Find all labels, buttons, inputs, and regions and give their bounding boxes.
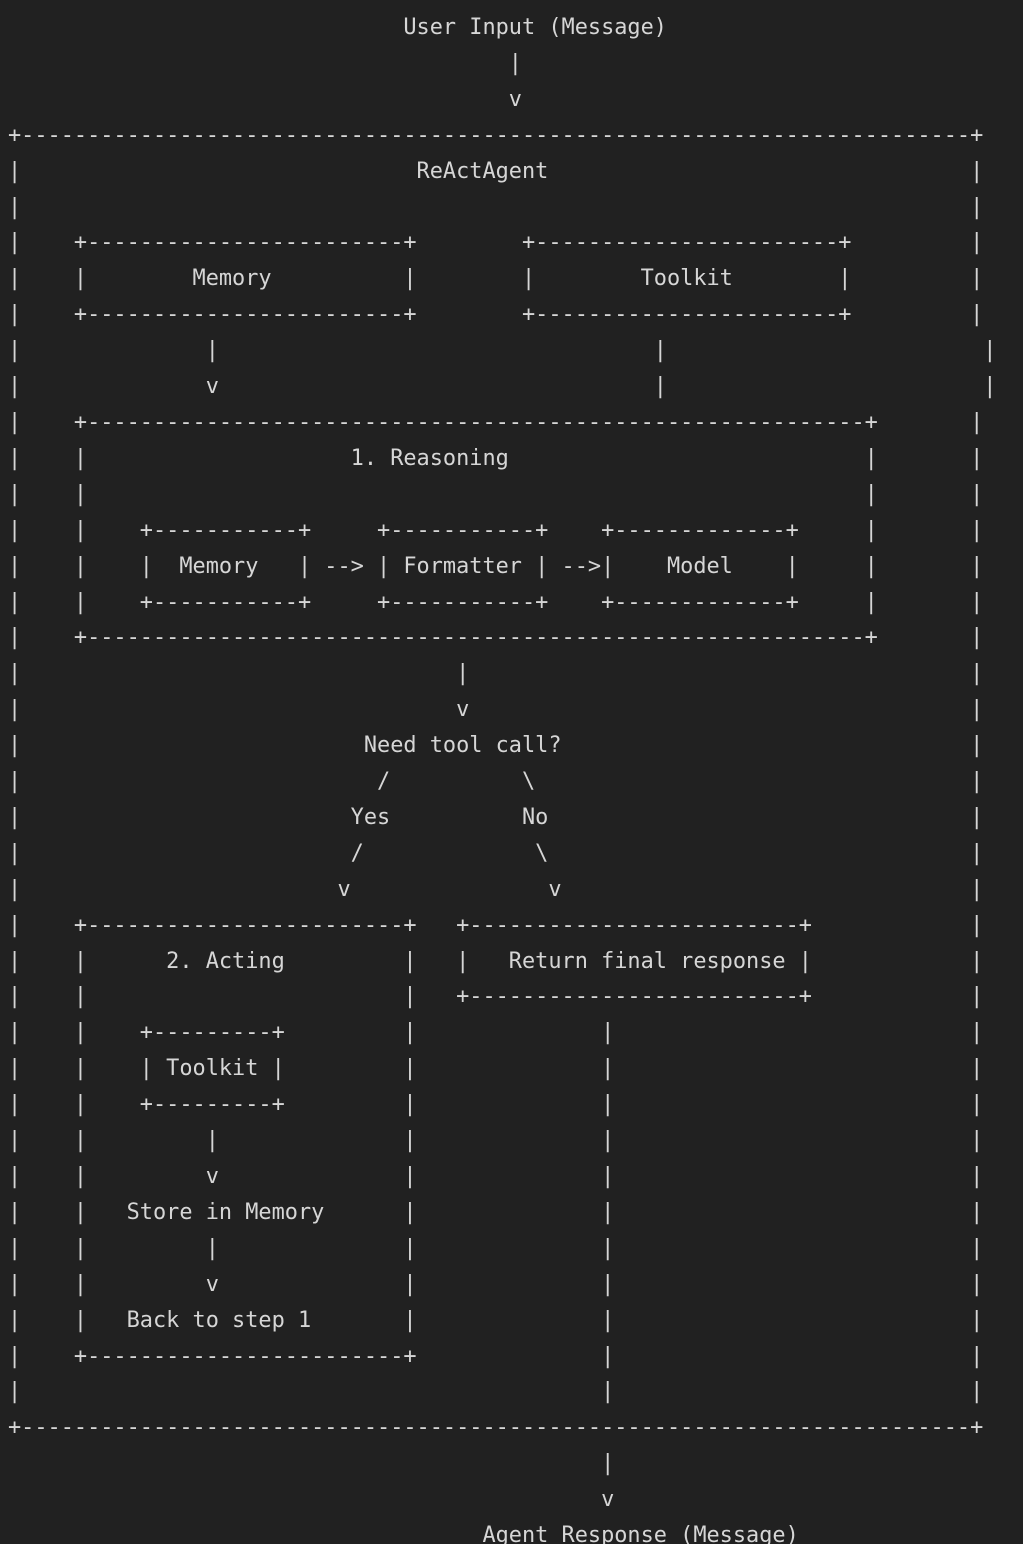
ascii-flow-diagram: User Input (Message) | v +--------------…: [8, 15, 997, 1544]
terminal-output: User Input (Message) | v +--------------…: [8, 15, 997, 1544]
